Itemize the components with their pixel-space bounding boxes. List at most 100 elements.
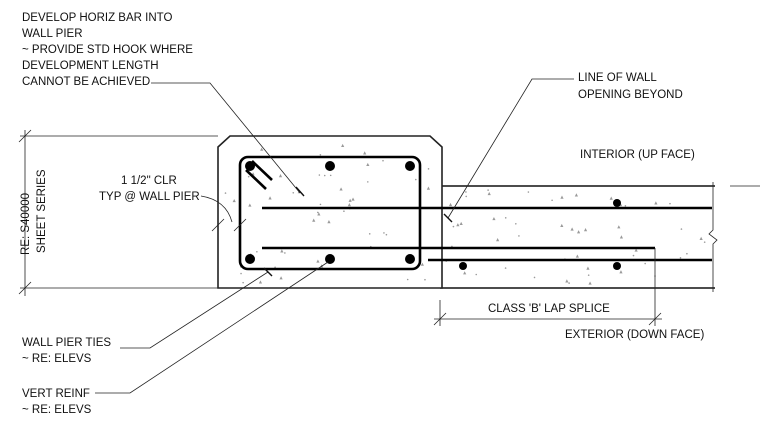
stipple-mark <box>452 225 455 228</box>
stipple-mark <box>703 241 706 243</box>
stipple-mark <box>323 174 326 177</box>
stipple-mark <box>487 191 491 196</box>
stipple-mark <box>609 196 613 200</box>
stipple-mark <box>256 250 258 253</box>
stipple-mark <box>456 223 460 227</box>
note-line: ~ RE: ELEVS <box>22 404 92 416</box>
stipple-mark <box>588 281 592 285</box>
stipple-mark <box>279 276 283 280</box>
stipple-mark <box>312 218 316 222</box>
stipple-mark <box>329 174 332 177</box>
stipple-mark <box>319 154 322 156</box>
rebar-dot <box>405 254 415 264</box>
stipple-mark <box>347 203 351 207</box>
stipple-mark <box>232 198 236 203</box>
stipple-mark <box>587 274 590 276</box>
stipple-mark <box>560 195 564 199</box>
wall-pier-tie <box>238 155 422 271</box>
stipple-mark <box>424 278 426 281</box>
stipple-mark <box>382 159 384 162</box>
stipple-mark <box>368 233 371 235</box>
stipple-mark <box>268 196 272 200</box>
stipple-mark <box>583 228 588 232</box>
vert-reinf-note: VERT REINF ~ RE: ELEVS <box>22 388 92 416</box>
line-of-wall-note: LINE OF WALL OPENING BEYOND <box>578 72 683 101</box>
stipple-mark <box>316 211 319 214</box>
stipple-mark <box>654 201 658 205</box>
stipple-mark <box>316 259 320 263</box>
stipple-mark <box>280 249 284 253</box>
stipple-mark <box>406 278 409 281</box>
stipple-mark <box>560 223 564 228</box>
vertical-reinforcement <box>245 161 621 270</box>
rebar-dot <box>245 161 255 171</box>
stipple-mark <box>258 280 263 284</box>
stipple-mark <box>644 262 646 265</box>
horizontal-bars <box>262 206 712 262</box>
stipple-mark <box>551 199 553 202</box>
stipple-mark <box>465 195 468 198</box>
stipple-mark <box>224 192 227 194</box>
note-line: SHEET SERIES <box>36 169 48 253</box>
stipple-mark <box>339 187 343 191</box>
stipple-mark <box>492 216 496 221</box>
stipple-mark <box>343 210 345 212</box>
stipple-mark <box>242 281 244 284</box>
note-line: 1 1/2" CLR <box>121 175 177 187</box>
note-line: OPENING BEYOND <box>578 89 683 101</box>
stipple-mark <box>341 143 345 148</box>
lap-splice-label: CLASS 'B' LAP SPLICE <box>488 303 610 315</box>
stipple-mark <box>465 191 467 193</box>
stipple-mark <box>475 273 478 276</box>
stipple-mark <box>504 217 507 219</box>
rebar-dot <box>325 161 335 171</box>
stipple-mark <box>414 178 417 181</box>
rebar-dot <box>613 199 621 207</box>
stipple-mark <box>504 267 507 269</box>
rebar-dot <box>245 254 255 264</box>
stipple-mark <box>247 175 250 178</box>
stipple-mark <box>634 248 638 252</box>
note-line: WALL PIER TIES <box>22 337 111 349</box>
rebar-dot <box>325 254 335 264</box>
stipple-mark <box>669 202 671 205</box>
stipple-mark <box>565 279 569 283</box>
stipple-mark <box>427 168 430 170</box>
stipple-mark <box>533 276 536 279</box>
stipple-mark <box>515 222 517 225</box>
stipple-mark <box>586 266 590 270</box>
lap-splice-dimension <box>433 248 662 326</box>
stipple-mark <box>385 233 388 236</box>
stipple-mark <box>317 212 321 216</box>
sheet-ref-dimension <box>18 129 218 296</box>
stipple-mark <box>318 174 321 176</box>
stipple-mark <box>699 236 703 240</box>
stipple-mark <box>260 147 264 151</box>
stipple-mark <box>284 252 286 254</box>
rebar-dot <box>405 161 415 171</box>
note-line: DEVELOPMENT LENGTH <box>22 60 159 72</box>
stipple-mark <box>459 221 463 226</box>
stipple-mark <box>574 193 578 197</box>
clear-cover-note: 1 1/2" CLR TYP @ WALL PIER <box>99 175 200 203</box>
stipple-mark <box>487 189 489 191</box>
sheet-ref-note: RE: S40000 SHEET SERIES <box>20 169 48 255</box>
rebar-dot <box>459 262 467 270</box>
stipple-mark <box>351 197 355 201</box>
note-line: WALL PIER <box>22 28 83 40</box>
stipple-mark <box>624 205 627 207</box>
leader-lines <box>95 78 574 394</box>
stipple-mark <box>426 186 431 190</box>
pier-ties-note: WALL PIER TIES ~ RE: ELEVS <box>22 337 111 365</box>
stipple-mark <box>278 174 283 178</box>
concrete-wall <box>439 185 715 289</box>
stipple-mark <box>420 262 424 266</box>
stipple-mark <box>366 181 369 183</box>
stipple-mark <box>619 235 624 239</box>
note-line: DEVELOP HORIZ BAR INTO <box>22 12 172 24</box>
stipple-mark <box>240 272 242 275</box>
note-line: VERT REINF <box>22 388 90 400</box>
stipple-mark <box>570 227 574 231</box>
stipple-mark <box>383 232 385 234</box>
